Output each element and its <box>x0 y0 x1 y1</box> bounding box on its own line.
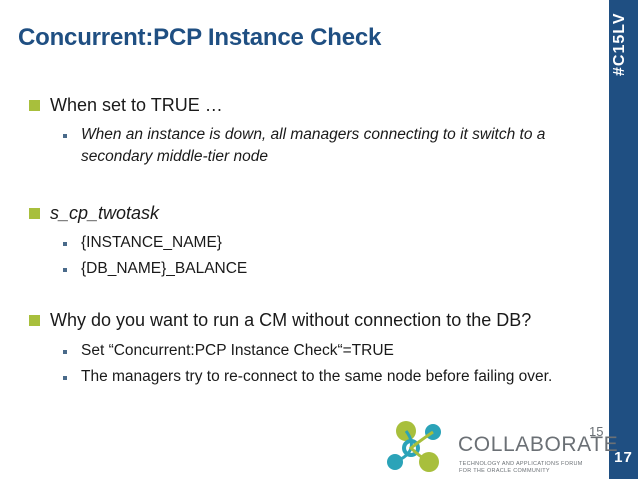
slide-title: Concurrent:PCP Instance Check <box>18 24 382 51</box>
bullet-text: Why do you want to run a CM without conn… <box>50 310 532 330</box>
sub-bullet-text: {INSTANCE_NAME} <box>81 234 222 251</box>
sub-bullet-marker <box>63 242 67 246</box>
sub-bullet-text: The managers try to re-connect to the sa… <box>81 368 553 385</box>
brand-name: COLLABORATE <box>458 433 619 456</box>
sub-bullet-text: When an instance is down, all managers c… <box>81 126 546 165</box>
bullet-marker <box>29 315 40 326</box>
sub-bullet-marker <box>63 350 67 354</box>
sub-bullet-marker <box>63 376 67 380</box>
collaborate-logo-icon <box>387 421 441 472</box>
bullet-marker <box>29 208 40 219</box>
side-bar <box>609 0 638 479</box>
sub-bullet-marker <box>63 134 67 138</box>
brand-tagline: TECHNOLOGY AND APPLICATIONS FORUM FOR TH… <box>459 461 583 474</box>
bullet-text: s_cp_twotask <box>50 203 160 223</box>
sub-bullet-marker <box>63 268 67 272</box>
sub-bullet-text: Set “Concurrent:PCP Instance Check“=TRUE <box>81 342 394 359</box>
brand-superscript: 15 <box>589 424 604 439</box>
sub-bullet-text: {DB_NAME}_BALANCE <box>81 260 248 277</box>
hashtag-label: #C15LV <box>611 12 628 76</box>
bullet-marker <box>29 100 40 111</box>
bullet-text: When set to TRUE … <box>50 95 223 115</box>
page-number: 17 <box>614 449 633 466</box>
slide-content: When set to TRUE … When an instance is d… <box>29 95 553 385</box>
